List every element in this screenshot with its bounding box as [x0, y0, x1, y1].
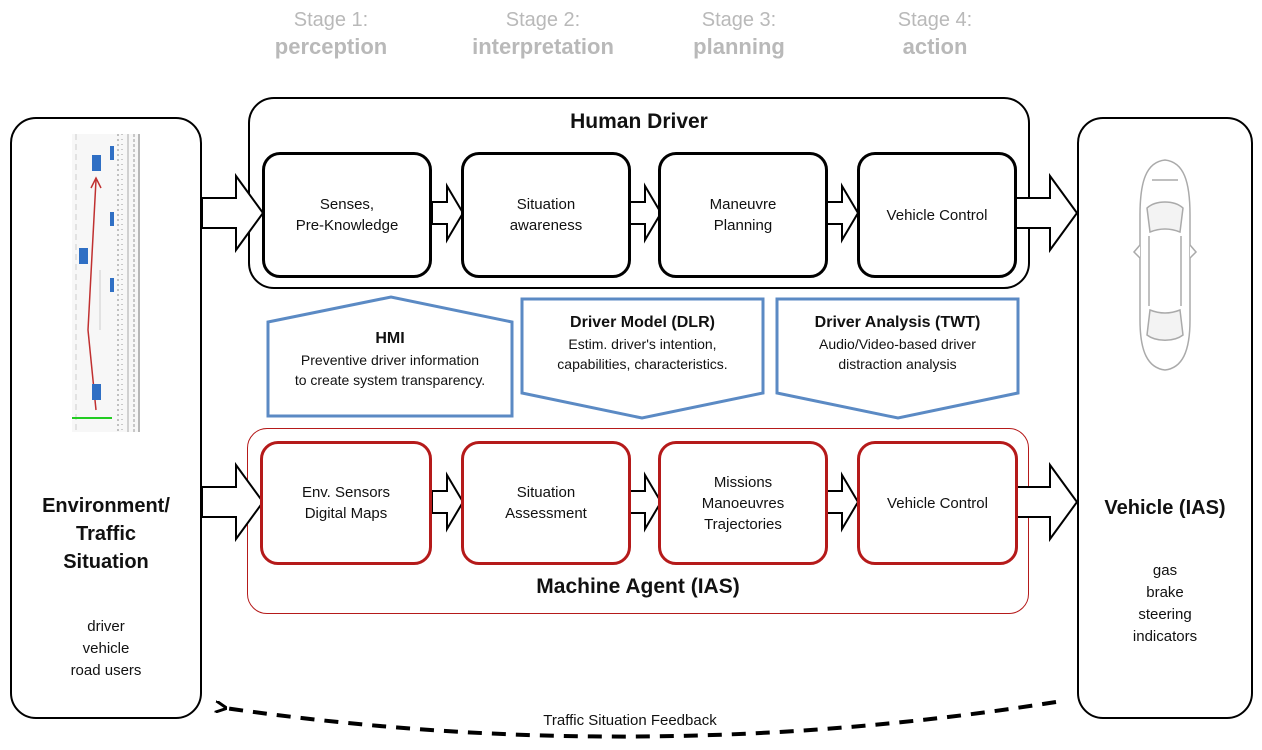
- stage-3-header: Stage 3: planning: [644, 8, 834, 62]
- block-arrow: [629, 471, 663, 533]
- stage-4-header: Stage 4: action: [840, 8, 1030, 62]
- block-arrow: [201, 172, 265, 254]
- vehicle-control-box: Vehicle Control: [857, 152, 1017, 278]
- block-arrow: [431, 182, 465, 244]
- stage-number: Stage 3:: [701, 9, 777, 31]
- environment-item: driver: [87, 618, 125, 635]
- vehicle-item: brake: [1146, 584, 1184, 601]
- driver-model-title: Driver Model (DLR): [570, 314, 715, 331]
- human-driver-title: Human Driver: [570, 110, 708, 133]
- senses-box: Senses, Pre-Knowledge: [262, 152, 432, 278]
- road-traffic-scene-icon: [72, 134, 140, 432]
- environment-title: Environment/ Traffic Situation: [42, 495, 170, 573]
- vehicle-title: Vehicle (IAS): [1104, 497, 1226, 519]
- stage-2-header: Stage 2: interpretation: [448, 8, 638, 62]
- block-arrow: [629, 182, 663, 244]
- block-arrow: [1015, 172, 1079, 254]
- block-arrow: [826, 182, 860, 244]
- situation-assessment-box: Situation Assessment: [461, 441, 631, 565]
- environment-item: road users: [70, 662, 142, 679]
- block-arrow: [1015, 461, 1079, 543]
- block-arrow: [201, 461, 265, 543]
- driver-model-shape: [520, 297, 765, 420]
- environment-items: driver vehicle road users: [10, 616, 202, 682]
- vehicle-item: gas: [1152, 562, 1178, 579]
- stage-name: planning: [693, 34, 785, 59]
- environment-item: vehicle: [82, 640, 130, 657]
- stage-name: action: [902, 34, 968, 59]
- hmi-line2: to create system transparency.: [294, 372, 486, 388]
- stage-1-header: Stage 1: perception: [236, 8, 426, 62]
- driver-analysis-label: Driver Analysis (TWT) Audio/Video-based …: [777, 312, 1018, 374]
- situation-awareness-box: Situation awareness: [461, 152, 631, 278]
- stage-name: perception: [274, 34, 388, 59]
- driver-model-line2: capabilities, characteristics.: [557, 356, 728, 372]
- feedback-label: Traffic Situation Feedback: [543, 712, 717, 729]
- stage-number: Stage 4:: [897, 9, 973, 31]
- car-top-view-icon: [1132, 159, 1198, 371]
- hmi-line1: Preventive driver information: [300, 352, 480, 368]
- block-arrow: [431, 471, 465, 533]
- driver-model-line1: Estim. driver's intention,: [568, 336, 717, 352]
- feedback-arrow: [225, 700, 1057, 739]
- machine-vehicle-control-box: Vehicle Control: [857, 441, 1018, 565]
- driver-model-label: Driver Model (DLR) Estim. driver's inten…: [522, 312, 763, 374]
- maneuvre-planning-box: Maneuvre Planning: [658, 152, 828, 278]
- driver-analysis-line2: distraction analysis: [838, 356, 957, 372]
- block-arrow: [826, 471, 860, 533]
- vehicle-item: indicators: [1132, 628, 1198, 645]
- missions-box: Missions Manoeuvres Trajectories: [658, 441, 828, 565]
- hmi-label: HMI Preventive driver information to cre…: [268, 328, 512, 390]
- hmi-title: HMI: [375, 330, 405, 347]
- stage-number: Stage 1:: [293, 9, 369, 31]
- hmi-shape: [266, 295, 514, 418]
- machine-agent-title: Machine Agent (IAS): [536, 575, 740, 598]
- driver-analysis-line1: Audio/Video-based driver: [819, 336, 976, 352]
- vehicle-items: gas brake steering indicators: [1077, 560, 1253, 648]
- vehicle-item: steering: [1138, 606, 1192, 623]
- stage-name: interpretation: [472, 34, 614, 59]
- driver-analysis-shape: [775, 297, 1020, 420]
- env-sensors-box: Env. Sensors Digital Maps: [260, 441, 432, 565]
- driver-analysis-title: Driver Analysis (TWT): [814, 314, 981, 331]
- stage-number: Stage 2:: [505, 9, 581, 31]
